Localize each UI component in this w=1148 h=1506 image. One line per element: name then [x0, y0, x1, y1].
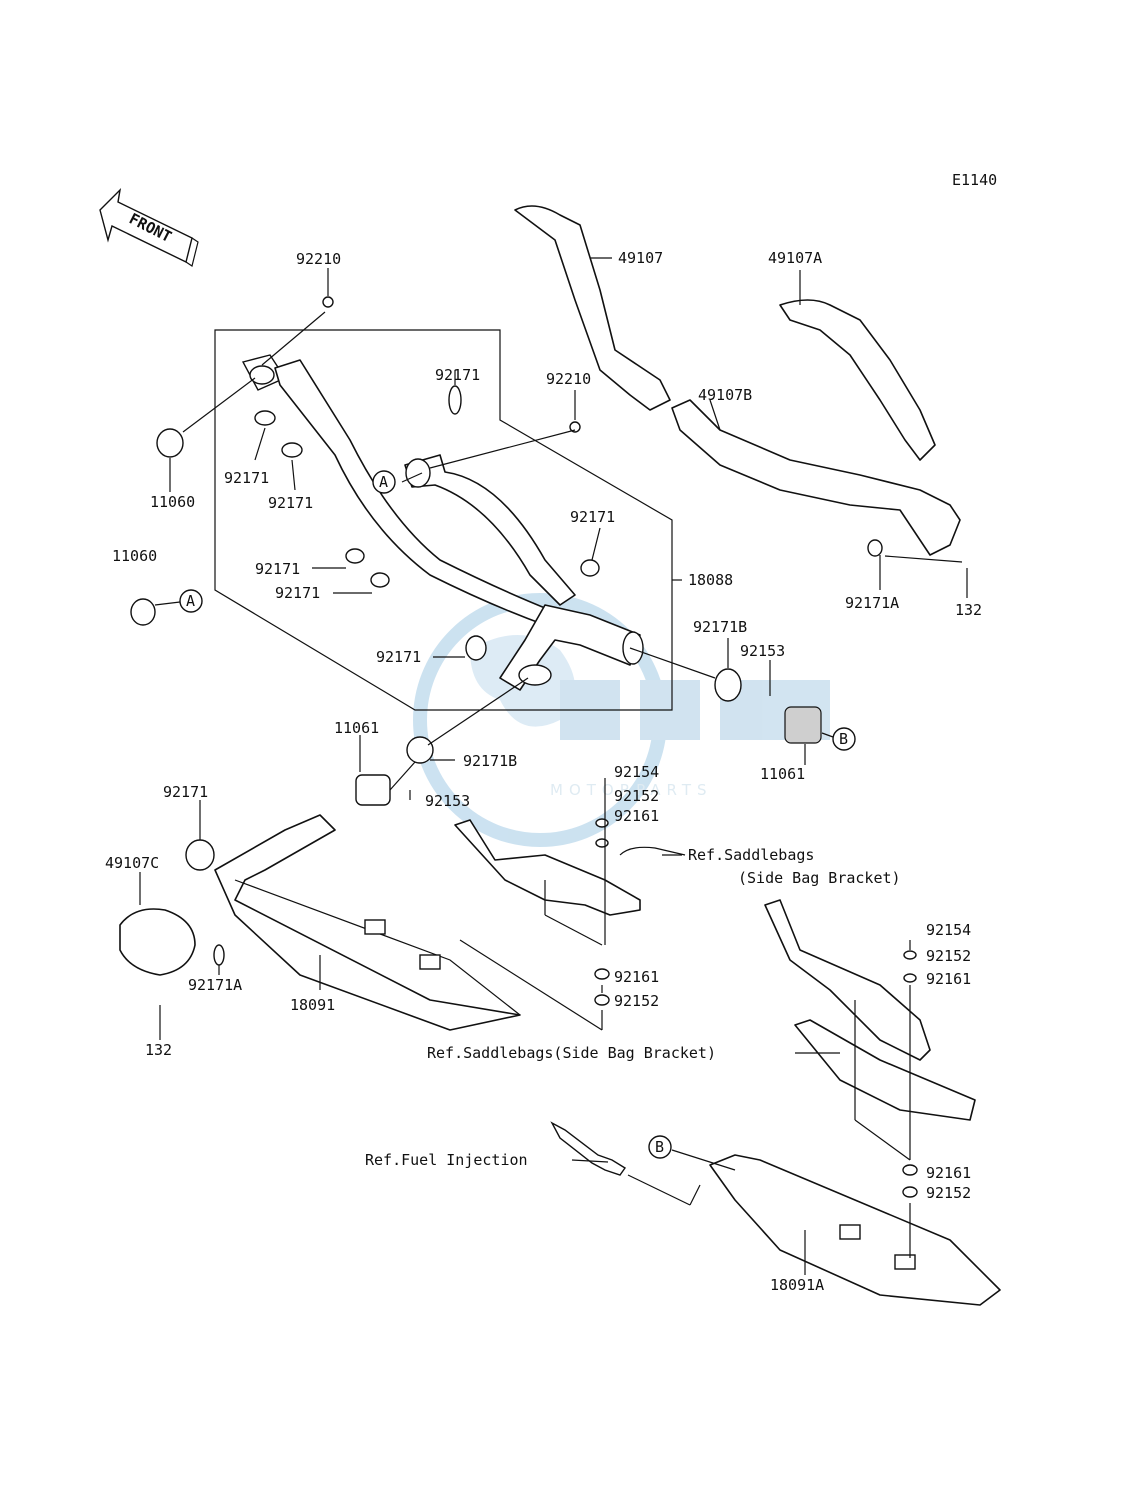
- svg-text:A: A: [186, 592, 195, 610]
- label-11061: 11061: [760, 765, 805, 783]
- label-49107A: 49107A: [768, 249, 822, 267]
- label-92171: 92171: [275, 584, 320, 602]
- leader-lines: [139, 257, 968, 1275]
- label-92153: 92153: [740, 642, 785, 660]
- ref-saddlebags-note: Ref.Saddlebags: [688, 846, 814, 864]
- callout-A-top: A: [372, 470, 396, 494]
- clamp-92171-7: [465, 635, 487, 661]
- assembly-bracket-18088: [214, 329, 673, 711]
- end-cap-49107C: [119, 908, 196, 976]
- svg-text:B: B: [655, 1138, 664, 1156]
- label-132: 132: [145, 1041, 172, 1059]
- label-92171B: 92171B: [463, 752, 517, 770]
- ref-fuel-injection-note: Ref.Fuel Injection: [365, 1151, 528, 1169]
- callout-B-right: B: [832, 727, 856, 751]
- label-92161: 92161: [926, 970, 971, 988]
- clamp-92171B-left: [406, 736, 434, 764]
- washer-92152-mid: [595, 818, 609, 828]
- clamp-92171-2: [281, 442, 303, 458]
- gasket-11061-left: [355, 774, 391, 806]
- nut-92161-right: [903, 973, 917, 983]
- front-arrow-icon: FRONT: [99, 187, 199, 267]
- label-92171: 92171: [268, 494, 313, 512]
- label-92171A: 92171A: [188, 976, 242, 994]
- label-92171A: 92171A: [845, 594, 899, 612]
- label-18091: 18091: [290, 996, 335, 1014]
- label-92154: 92154: [926, 921, 971, 939]
- part-labels: 92210 92210 92171 92171 92171 92171 9217…: [105, 249, 982, 1294]
- nut-92161-mid: [595, 838, 609, 848]
- clamp-92171-6: [580, 559, 600, 577]
- label-92171: 92171: [255, 560, 300, 578]
- label-92210: 92210: [296, 250, 341, 268]
- diagram-code: E1140: [952, 171, 997, 189]
- header-pipe-assembly: [241, 354, 644, 691]
- label-92152: 92152: [926, 947, 971, 965]
- nut-92161-low: [594, 968, 610, 980]
- label-92153: 92153: [425, 792, 470, 810]
- clamp-92171-4: [370, 572, 390, 588]
- label-18091A: 18091A: [770, 1276, 824, 1294]
- label-92171: 92171: [570, 508, 615, 526]
- nut-92210-mid: [569, 421, 581, 433]
- heat-shield-49107B: [671, 399, 961, 556]
- label-49107: 49107: [618, 249, 663, 267]
- label-92161: 92161: [926, 1164, 971, 1182]
- callout-B-bottom: B: [648, 1135, 672, 1159]
- small-parts: [130, 296, 918, 1198]
- label-92171: 92171: [376, 648, 421, 666]
- gasket-11060-b: [130, 598, 156, 626]
- reference-notes: Ref.Saddlebags (Side Bag Bracket) Ref.Sa…: [365, 846, 901, 1169]
- label-11061: 11061: [334, 719, 379, 737]
- label-92152: 92152: [926, 1184, 971, 1202]
- clamp-92171-3: [345, 548, 365, 564]
- label-11060: 11060: [112, 547, 157, 565]
- ref-side-bag-bracket-note: (Side Bag Bracket): [738, 869, 901, 887]
- label-11060: 11060: [150, 493, 195, 511]
- side-bag-bracket-left: [454, 819, 686, 916]
- label-92171: 92171: [163, 783, 208, 801]
- label-18088: 18088: [688, 571, 733, 589]
- label-49107B: 49107B: [698, 386, 752, 404]
- heat-shield-49107A: [779, 299, 936, 461]
- svg-text:B: B: [839, 730, 848, 748]
- muffler-18091: [214, 814, 521, 1031]
- label-92171: 92171: [224, 469, 269, 487]
- side-bag-bracket-right: [764, 899, 976, 1121]
- callout-A-left: A: [179, 589, 203, 613]
- gasket-11060-a: [156, 428, 184, 458]
- svg-text:A: A: [379, 473, 388, 491]
- label-92171: 92171: [435, 366, 480, 384]
- watermark-subtitle: MOTORPARTS: [550, 781, 713, 799]
- heat-shield-49107: [514, 205, 671, 411]
- clamp-92171-8: [185, 839, 215, 871]
- label-92171B: 92171B: [693, 618, 747, 636]
- label-92161: 92161: [614, 807, 659, 825]
- washer-92152-low: [594, 994, 610, 1006]
- clamp-92171-1: [254, 410, 276, 426]
- clamp-92171A-bot: [213, 944, 225, 966]
- label-49107C: 49107C: [105, 854, 159, 872]
- label-92154: 92154: [614, 763, 659, 781]
- ref-saddlebags-side-bag-bracket-note: Ref.Saddlebags(Side Bag Bracket): [427, 1044, 716, 1062]
- label-92161: 92161: [614, 968, 659, 986]
- nut-92210-top: [322, 296, 334, 308]
- label-132: 132: [955, 601, 982, 619]
- clamp-92171B-right: [714, 668, 742, 702]
- label-92152: 92152: [614, 787, 659, 805]
- washer-92152-right: [903, 950, 917, 960]
- clamp-92171A-top: [867, 539, 883, 557]
- label-92210: 92210: [546, 370, 591, 388]
- washer-92152-rlow: [902, 1186, 918, 1198]
- label-92152: 92152: [614, 992, 659, 1010]
- o2-sensor-icon: [550, 1121, 627, 1176]
- watermark-globe-icon: [413, 593, 667, 847]
- clamp-92171-5: [448, 385, 462, 415]
- nut-92161-rlow: [902, 1164, 918, 1176]
- gasket-11061-right: [784, 706, 822, 744]
- muffler-18091A: [709, 1154, 1001, 1306]
